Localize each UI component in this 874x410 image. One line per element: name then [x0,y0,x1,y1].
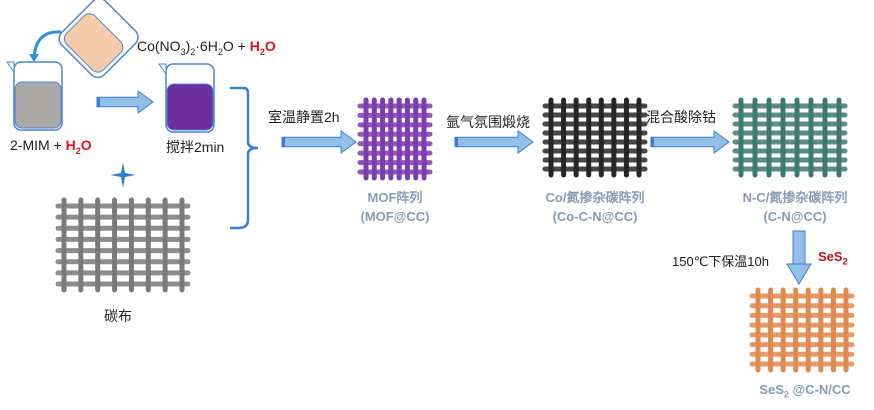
selenium-label: SeS2 [818,249,848,267]
mof-label: MOF阵列(MOF@CC) [360,190,430,224]
arrow-acid [650,130,730,154]
ligand-label: 2-MIM + H2O [10,137,92,156]
mixed-beaker-icon [158,63,215,133]
co-cn-label: Co/氮掺杂碳阵列(Co-C-N@CC) [545,190,645,224]
carbon-cloth-image [55,197,191,293]
plus-star-icon [110,162,136,188]
heat-label: 150℃下保温10h [672,254,769,269]
arrow-anneal [454,130,534,154]
cobalt-beaker-icon [58,0,139,79]
nc-label: N-C/氮掺杂碳阵列(C-N@CC) [742,190,848,224]
bracket-icon [230,86,259,230]
final-product-image [749,287,855,373]
nc-array-image [732,97,848,178]
arrow-mix [96,90,154,114]
arrow-rest [281,130,357,154]
co-cn-array-image [542,97,648,178]
mof-array-image [357,97,433,181]
arrow-shape [96,90,154,114]
pour-arrow-icon [29,30,62,62]
arrow-shape [454,130,534,154]
substrate-label: 碳布 [104,308,132,324]
arrow-shape [281,130,357,154]
arrow-down [786,230,812,285]
ligand-beaker-icon [6,61,63,131]
cobalt-salt-label: Co(NO3)2·6H2O + H2O [137,38,276,57]
acid-label: 混合酸除钴 [646,109,716,125]
stir-label: 搅拌2min [166,139,225,155]
arrow-shape [650,130,730,154]
final-label: SeS2 @C-N/CC [759,382,851,400]
anneal-label: 氩气氛围煅烧 [446,114,530,130]
rest-label: 室温静置2h [268,109,340,125]
